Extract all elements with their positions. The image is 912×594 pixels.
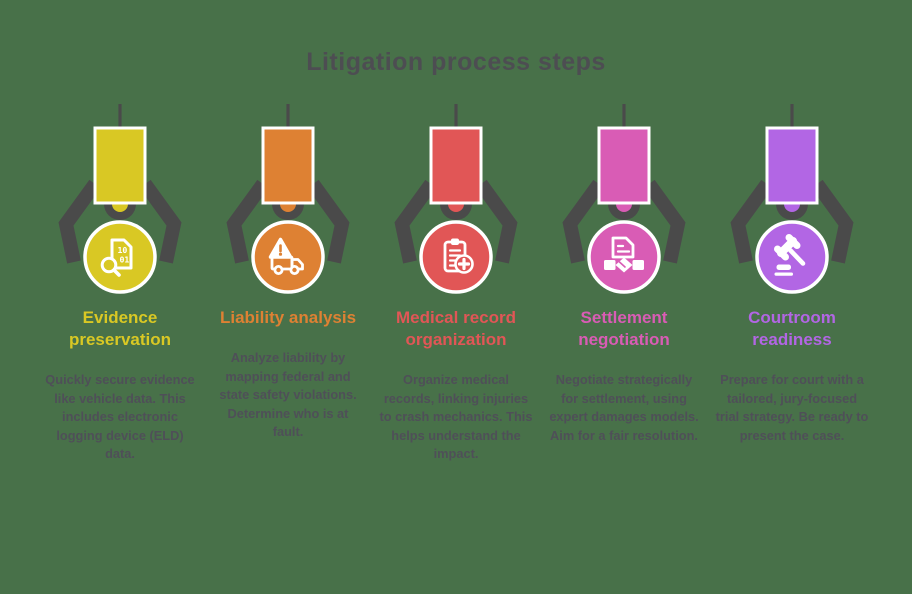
step-description: Organize medical records, linking injuri… <box>379 372 533 461</box>
step-column: Medical record organization Organize med… <box>372 94 540 464</box>
step-column: 10 01 Evidence preservation Quickly secu… <box>36 94 204 464</box>
claw-block <box>93 126 147 205</box>
step-title: Liability analysis <box>219 308 357 327</box>
claw-string <box>286 104 290 130</box>
truck-warning-icon <box>268 237 304 276</box>
step-title: Evidence preservation <box>68 308 172 349</box>
claw-graphic-svg <box>730 104 854 294</box>
claw-block <box>765 126 819 205</box>
step-description: Analyze liability by mapping federal and… <box>219 350 357 439</box>
claw-arm-right <box>139 179 182 264</box>
claw-graphic-svg: 10 01 <box>58 104 182 294</box>
step-title: Medical record organization <box>396 308 516 349</box>
step-description: Negotiate strategically for settlement, … <box>549 372 699 443</box>
claw-graphic <box>372 94 540 306</box>
claw-arm-right <box>643 179 686 264</box>
claw-arm-left <box>226 179 269 264</box>
evidence-search-icon: 10 01 <box>100 238 133 277</box>
claw-graphic-svg <box>562 104 686 294</box>
document-handshake-icon <box>604 236 644 273</box>
page-title: Litigation process steps <box>306 48 606 76</box>
claw-block <box>429 126 483 205</box>
claw-string <box>454 104 458 130</box>
steps-row: 10 01 Evidence preservation Quickly secu… <box>0 94 912 464</box>
step-title: Settlement negotiation <box>578 308 670 349</box>
step-column: Courtroom readiness Prepare for court wi… <box>708 94 876 445</box>
claw-arm-left <box>562 179 605 264</box>
icon-disc <box>755 220 829 294</box>
claw-graphic: 10 01 <box>36 94 204 306</box>
step-description: Quickly secure evidence like vehicle dat… <box>45 372 195 461</box>
claw-arm-left <box>394 179 437 264</box>
claw-arm-left <box>730 179 773 264</box>
svg-text:10: 10 <box>118 245 128 255</box>
claw-block <box>261 126 315 205</box>
claw-graphic-svg <box>226 104 350 294</box>
claw-string <box>622 104 626 130</box>
step-title: Courtroom readiness <box>748 308 836 349</box>
icon-disc <box>419 220 493 294</box>
claw-graphic-svg <box>394 104 518 294</box>
step-description: Prepare for court with a tailored, jury-… <box>715 372 869 443</box>
claw-graphic <box>708 94 876 306</box>
claw-graphic <box>204 94 372 306</box>
icon-disc <box>83 220 157 294</box>
infographic-canvas: Litigation process steps 10 01 Evidence … <box>0 48 912 594</box>
claw-arm-right <box>475 179 518 264</box>
claw-graphic <box>540 94 708 306</box>
claw-block <box>597 126 651 205</box>
medical-clipboard-icon <box>443 238 474 274</box>
claw-string <box>790 104 794 130</box>
claw-arm-right <box>811 179 854 264</box>
step-column: Settlement negotiation Negotiate strateg… <box>540 94 708 445</box>
step-column: Liability analysis Analyze liability by … <box>204 94 372 442</box>
claw-arm-left <box>58 179 101 264</box>
svg-text:01: 01 <box>120 255 130 265</box>
claw-arm-right <box>307 179 350 264</box>
claw-string <box>118 104 122 130</box>
gavel-icon <box>774 234 806 276</box>
